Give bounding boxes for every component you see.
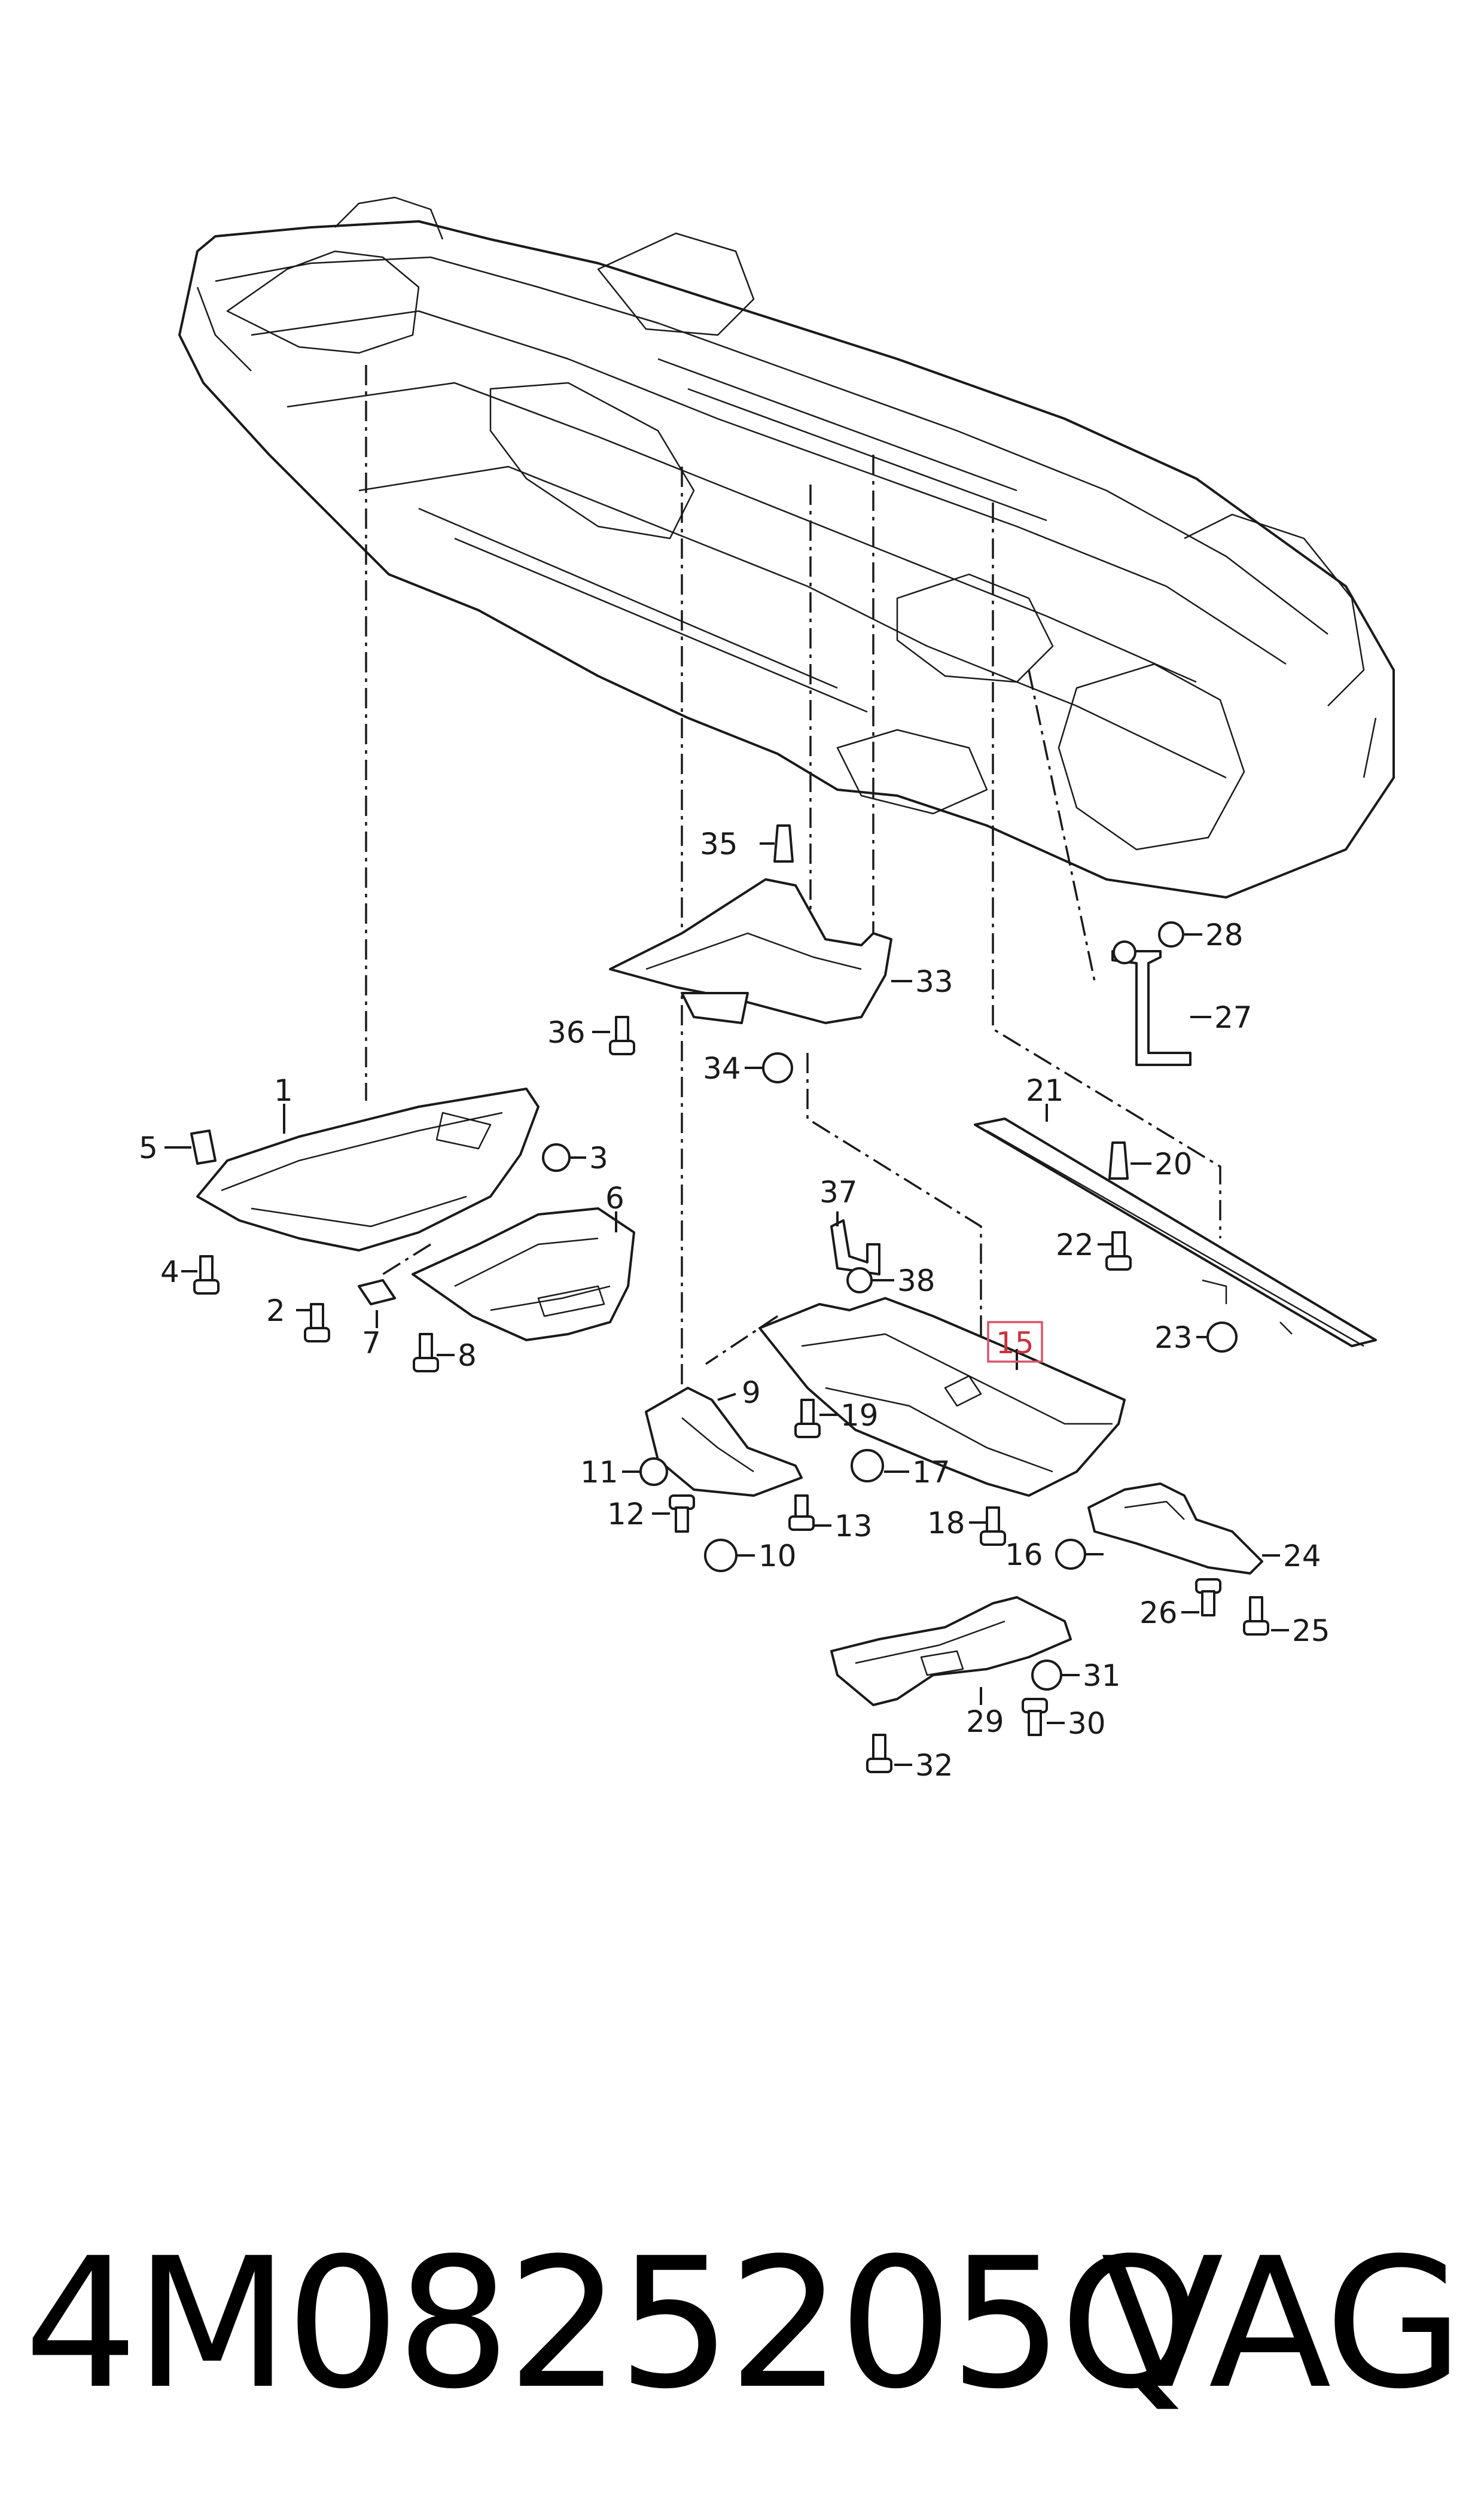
callout-18: 18 — [927, 1506, 965, 1540]
callout-23: 23 — [1154, 1320, 1193, 1355]
nut-23 — [1206, 1322, 1238, 1353]
callout-7: 7 — [362, 1326, 381, 1360]
bolt-32 — [866, 1734, 892, 1773]
part-24-rear-cover — [1087, 1482, 1263, 1575]
callout-27: 27 — [1214, 1000, 1253, 1035]
part-15-main-underbody-panel — [758, 1297, 1126, 1497]
nut-31 — [1031, 1660, 1062, 1691]
callout-13: 13 — [834, 1509, 873, 1543]
part-9-left-cover — [645, 1387, 803, 1497]
callout-16: 16 — [1005, 1537, 1043, 1572]
callout-1: 1 — [274, 1073, 293, 1108]
callout-20: 20 — [1154, 1147, 1193, 1182]
callout-2: 2 — [266, 1293, 285, 1328]
part-37-small-bracket — [830, 1219, 880, 1275]
bolt-36 — [609, 1016, 635, 1055]
callout-17: 17 — [912, 1455, 950, 1490]
callout-34: 34 — [703, 1051, 741, 1086]
callout-15: 15 — [996, 1326, 1034, 1360]
fasteners — [190, 824, 1269, 1773]
nut-11 — [639, 1457, 668, 1486]
clip-12 — [669, 1494, 695, 1533]
bolt-2 — [304, 1303, 330, 1342]
callout-21: 21 — [1026, 1073, 1064, 1108]
callout-30: 30 — [1068, 1706, 1106, 1741]
callout-9: 9 — [742, 1375, 761, 1410]
part-27-bracket — [1111, 921, 1192, 1066]
bolt-8 — [413, 1333, 439, 1372]
bolt-22 — [1105, 1231, 1132, 1271]
callout-6: 6 — [605, 1181, 624, 1216]
callout-15-highlight-box — [987, 1321, 1043, 1363]
exploded-parts-diagram: 1 2 3 4 5 6 7 8 9 10 11 12 13 15 16 17 1… — [139, 196, 1395, 1783]
callout-24: 24 — [1283, 1539, 1321, 1573]
callout-37: 37 — [819, 1175, 858, 1210]
callout-31: 31 — [1083, 1658, 1121, 1693]
callout-3: 3 — [589, 1141, 608, 1176]
bolt-4 — [193, 1255, 220, 1295]
callout-33: 33 — [915, 964, 953, 999]
callout-28: 28 — [1205, 918, 1244, 952]
callout-8: 8 — [458, 1338, 477, 1373]
callout-32: 32 — [915, 1748, 953, 1783]
part-29-rear-center-cover — [830, 1596, 1072, 1706]
bolt-25 — [1243, 1596, 1269, 1636]
nut-34 — [762, 1052, 793, 1083]
clip-7 — [358, 1279, 396, 1305]
callout-5: 5 — [139, 1131, 158, 1165]
clip-20 — [1108, 1141, 1129, 1180]
bolt-26 — [1195, 1578, 1221, 1616]
clip-35 — [773, 824, 794, 863]
callout-38: 38 — [897, 1263, 936, 1298]
nut-38 — [846, 1267, 873, 1293]
bolt-30 — [1022, 1698, 1048, 1736]
callout-10: 10 — [758, 1539, 797, 1573]
leader-lines — [164, 842, 1289, 1766]
assembly-guide-lines — [365, 365, 1221, 1406]
clip-5 — [190, 1129, 217, 1165]
nut-16 — [1055, 1539, 1086, 1570]
callout-25: 25 — [1292, 1613, 1330, 1648]
nut-17 — [851, 1449, 884, 1482]
part-21-side-rail-strip — [974, 1118, 1377, 1347]
callout-26: 26 — [1139, 1596, 1178, 1630]
callout-36: 36 — [547, 1015, 586, 1050]
callout-11: 11 — [580, 1455, 618, 1490]
brand-name: VAG — [1101, 2219, 1464, 2428]
vehicle-underbody-frame — [178, 196, 1395, 899]
part-33-center-brace — [609, 878, 892, 1024]
part-number: 4M0825205Q — [24, 2219, 1201, 2428]
bolt-19 — [794, 1399, 821, 1438]
callout-4: 4 — [160, 1255, 179, 1289]
part-6-front-cover — [412, 1207, 635, 1341]
callout-22: 22 — [1056, 1228, 1094, 1262]
bolt-18 — [980, 1506, 1006, 1546]
callout-numbers: 1 2 3 4 5 6 7 8 9 10 11 12 13 15 16 17 1… — [139, 827, 1330, 1783]
bolt-13 — [788, 1494, 815, 1531]
callout-12: 12 — [607, 1497, 645, 1531]
callout-29: 29 — [966, 1704, 1004, 1739]
nut-3 — [542, 1143, 571, 1172]
callout-19: 19 — [840, 1398, 879, 1433]
callout-35: 35 — [700, 827, 738, 861]
part-1-engine-undertray — [196, 1088, 540, 1252]
nut-10 — [704, 1539, 738, 1572]
